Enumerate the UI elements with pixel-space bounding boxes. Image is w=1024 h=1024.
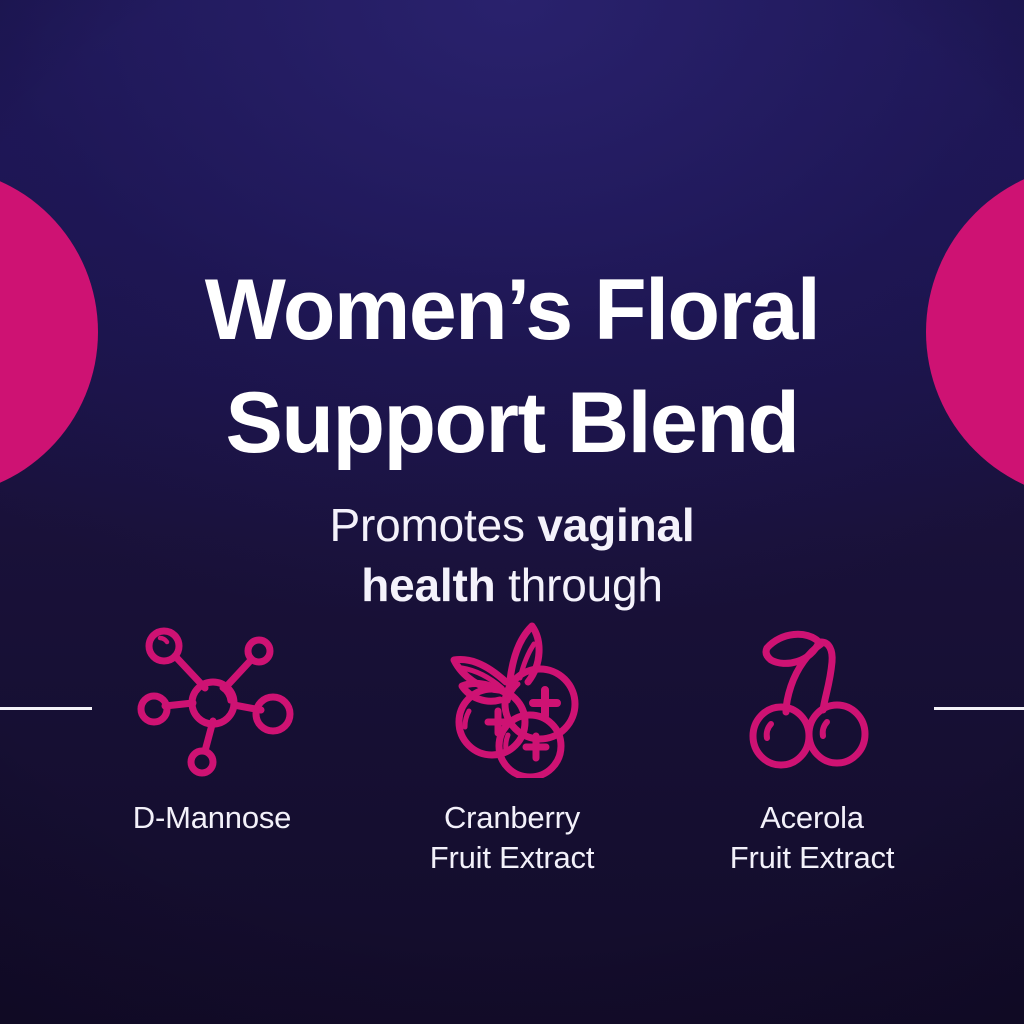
subtitle-emphasis-vaginal: vaginal <box>537 499 695 551</box>
ingredient-label-d-mannose: D-Mannose <box>132 798 292 838</box>
ingredient-label-line-1: Acerola <box>760 800 864 835</box>
divider-rule-left <box>0 707 92 710</box>
page-subtitle: Promotes vaginal health through <box>0 495 1024 615</box>
ingredient-label-line-2: Fruit Extract <box>729 840 895 875</box>
headline-line-2: Support Blend <box>225 374 800 471</box>
divider-rule-right <box>934 707 1024 710</box>
subtitle-line-2: health through <box>0 555 1024 615</box>
cherry-icon <box>737 618 887 778</box>
subtitle-line-1: Promotes vaginal <box>0 495 1024 555</box>
ingredient-label-line-1: D-Mannose <box>132 800 292 835</box>
ingredient-label-line-2: Fruit Extract <box>429 840 595 875</box>
ingredient-item-d-mannose[interactable]: D-Mannose <box>62 618 362 838</box>
headline-line-1: Women’s Floral <box>204 261 821 358</box>
page-title: Women’s Floral Support Blend <box>0 254 1024 480</box>
ingredient-label-line-1: Cranberry <box>443 800 580 835</box>
subtitle-emphasis-health: health <box>361 559 496 611</box>
subtitle-text-through: through <box>495 559 663 611</box>
cranberry-icon <box>432 618 592 778</box>
ingredient-item-acerola[interactable]: Acerola Fruit Extract <box>662 618 962 878</box>
ingredient-item-cranberry[interactable]: Cranberry Fruit Extract <box>362 618 662 878</box>
ingredient-list: D-Mannose <box>62 618 962 878</box>
ingredient-label-cranberry: Cranberry Fruit Extract <box>429 798 595 878</box>
subtitle-text-promotes: Promotes <box>329 499 538 551</box>
ingredient-label-acerola: Acerola Fruit Extract <box>729 798 895 878</box>
molecule-icon <box>127 618 297 778</box>
